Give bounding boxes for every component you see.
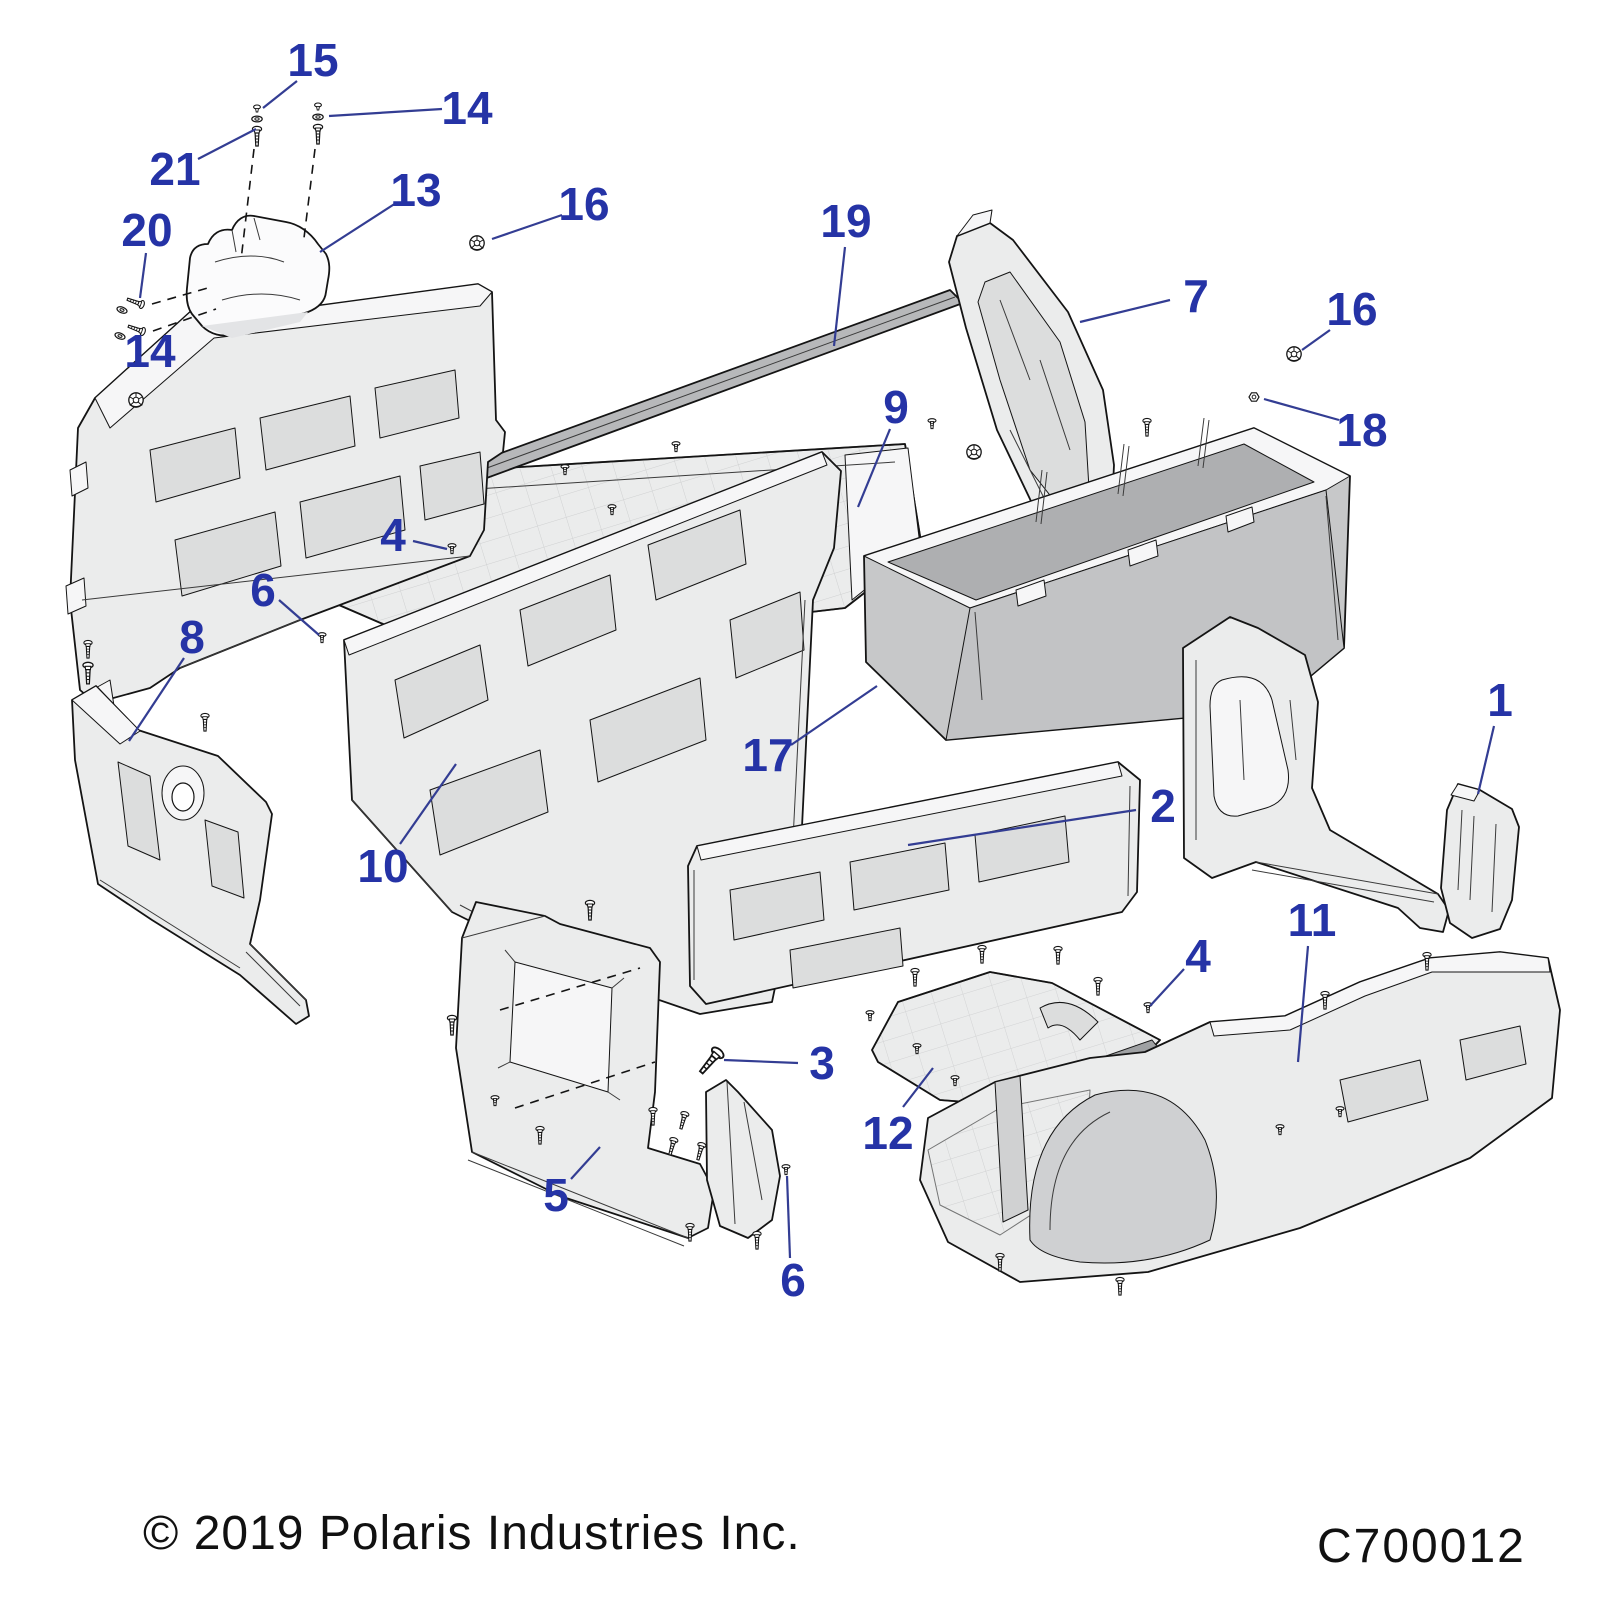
- dashed-assembly-line: [152, 308, 217, 332]
- leader-line-12: [902, 1067, 934, 1108]
- callout-17: 17: [742, 729, 793, 781]
- callout-19: 19: [820, 195, 871, 247]
- leader-line-20: [138, 252, 148, 299]
- leader-line-1: [1476, 725, 1496, 795]
- leader-line-6: [278, 599, 320, 636]
- dashed-assembly-line: [240, 148, 255, 261]
- pushnut-icon: [966, 444, 982, 460]
- screw-icon: [200, 712, 210, 732]
- pushnut-icon: [469, 235, 485, 251]
- screw-icon: [1115, 1276, 1125, 1296]
- leader-line-16: [491, 213, 563, 241]
- screw-icon: [665, 1136, 680, 1157]
- callout-15: 15: [287, 34, 338, 86]
- callout-14: 14: [124, 325, 176, 377]
- assembly-dashed-lines: [151, 148, 656, 1109]
- leader-line-3: [723, 1058, 799, 1065]
- callout-16: 16: [558, 178, 609, 230]
- leader-line-9: [856, 428, 892, 508]
- leader-line-10: [399, 763, 457, 845]
- screw-icon: [125, 294, 146, 310]
- screw-icon: [977, 944, 987, 964]
- part-seat-support-8: [71, 685, 310, 1025]
- leader-line-11: [1296, 945, 1310, 1063]
- callout-11: 11: [1288, 894, 1337, 946]
- part-seat-support-right: [1182, 616, 1450, 933]
- screw-icon: [693, 1141, 708, 1162]
- callout-14: 14: [441, 82, 493, 134]
- part-rear-closeoff-panel-2: [687, 761, 1141, 1005]
- screwsm-icon: [253, 104, 261, 113]
- callout-2: 2: [1150, 780, 1176, 832]
- dashed-assembly-line: [151, 286, 212, 305]
- pushnut-icon: [128, 392, 144, 408]
- washer-icon: [312, 113, 324, 121]
- callout-12: 12: [862, 1107, 913, 1159]
- part-mud-flap: [705, 1079, 781, 1239]
- callout-8: 8: [179, 611, 205, 663]
- callout-13: 13: [390, 164, 441, 216]
- callout-leader-lines: [128, 80, 1496, 1259]
- screw-icon: [676, 1110, 691, 1131]
- callout-3: 3: [809, 1037, 835, 1089]
- callout-6: 6: [780, 1254, 806, 1306]
- part-floor-rocker-panel-11: [919, 951, 1561, 1283]
- nut-icon: [1248, 392, 1260, 402]
- part-corner-bracket-1: [1440, 783, 1520, 939]
- screw-icon: [752, 1230, 762, 1250]
- leader-line-7: [1079, 298, 1171, 324]
- dashed-assembly-line: [499, 967, 641, 1011]
- leader-line-21: [197, 128, 257, 160]
- dashed-assembly-line: [303, 148, 316, 239]
- callout-10: 10: [357, 840, 408, 892]
- clip-icon: [671, 441, 681, 453]
- leader-line-5: [570, 1146, 601, 1180]
- pushnut-icon: [1286, 346, 1302, 362]
- part-footrest-bracket-5: [455, 901, 715, 1247]
- callout-18: 18: [1336, 404, 1387, 456]
- leader-line-14: [328, 107, 443, 118]
- callout-7: 7: [1183, 270, 1209, 322]
- callout-1: 1: [1487, 674, 1513, 726]
- clip-icon: [927, 418, 937, 430]
- callout-16: 16: [1326, 283, 1377, 335]
- copyright-text: © 2019 Polaris Industries Inc.: [143, 1507, 801, 1560]
- callout-4: 4: [380, 509, 406, 561]
- screwsm-icon: [314, 102, 322, 111]
- callout-20: 20: [121, 204, 172, 256]
- screw-icon: [695, 1044, 727, 1078]
- callout-4: 4: [1185, 930, 1211, 982]
- leader-line-4: [1149, 968, 1185, 1007]
- callout-21: 21: [149, 143, 200, 195]
- washer-icon: [251, 115, 263, 123]
- leader-line-13: [319, 202, 397, 253]
- leader-line-8: [128, 657, 185, 742]
- screw-icon: [312, 123, 324, 145]
- part-cover-13: [185, 214, 331, 338]
- screw-icon: [910, 967, 920, 987]
- leader-line-4: [412, 539, 448, 551]
- callout-9: 9: [883, 381, 909, 433]
- leader-line-17: [790, 685, 878, 746]
- callout-5: 5: [543, 1169, 569, 1221]
- screw-icon: [1053, 945, 1063, 965]
- screw-icon: [446, 1014, 458, 1036]
- diagram-code: C700012: [1317, 1520, 1526, 1573]
- leader-line-18: [1263, 397, 1340, 422]
- leader-line-16: [1301, 329, 1331, 351]
- leader-line-2: [907, 808, 1137, 847]
- clip-icon: [781, 1164, 791, 1176]
- screw-icon: [1093, 976, 1103, 996]
- screw-icon: [1142, 417, 1152, 437]
- leader-line-15: [262, 80, 298, 109]
- leader-line-6: [785, 1175, 792, 1259]
- clip-icon: [865, 1010, 875, 1022]
- leader-line-19: [832, 246, 847, 347]
- callout-6: 6: [250, 564, 276, 616]
- part-rear-closeoff-panel-upper: [65, 283, 506, 717]
- dashed-assembly-line: [514, 1061, 656, 1109]
- washer-icon: [115, 304, 129, 316]
